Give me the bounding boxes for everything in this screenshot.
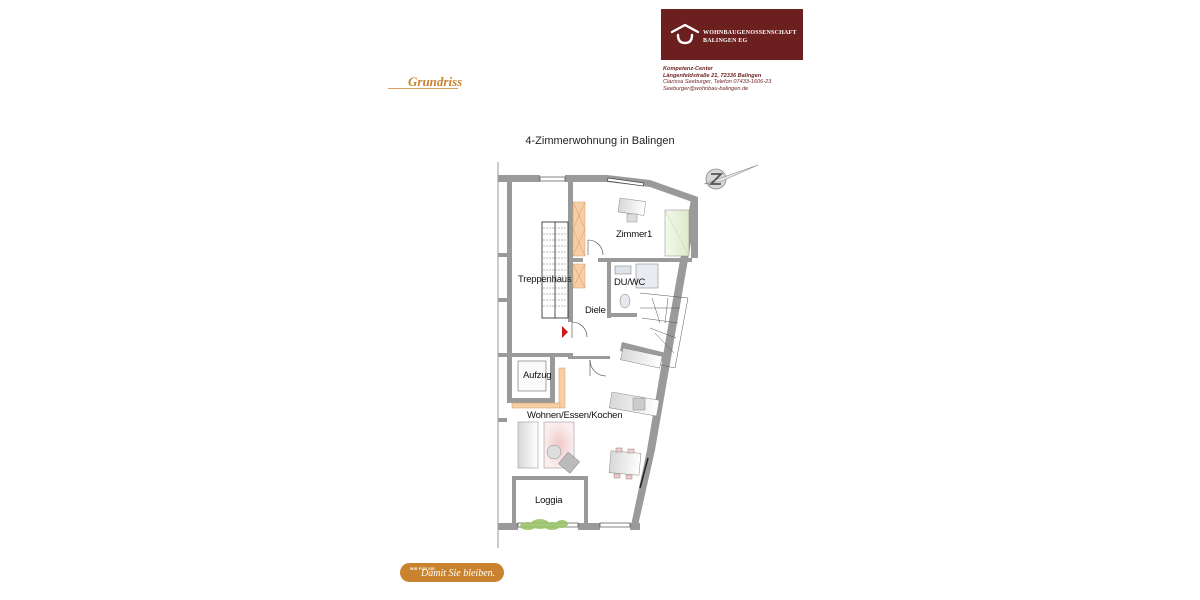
heading-underline — [388, 88, 458, 89]
plan-title: 4-Zimmerwohnung in Balingen — [0, 135, 1200, 147]
contact-person-phone: Clarissa Seeburger, Telefon 07433-1606-2… — [663, 79, 772, 85]
slogan-text: Damit Sie bleiben. — [421, 568, 496, 579]
north-arrow-icon — [703, 164, 759, 190]
room-zimmer1: Zimmer1 — [616, 229, 653, 240]
room-wohnen-essen-kochen: Wohnen/Essen/Kochen — [527, 410, 623, 421]
floor-plan-drawing — [497, 162, 698, 548]
contact-address: Längenfeldstraße 21, 72336 Balingen — [663, 72, 762, 79]
plan-title-text: 4-Zimmerwohnung in Balingen — [525, 135, 675, 147]
contact-email[interactable]: Seeburger@wohnbau-balingen.de — [663, 85, 749, 92]
slogan-badge: WIR FÜR SIE. Damit Sie bleiben. — [400, 563, 504, 582]
room-diele: Diele — [585, 305, 606, 316]
section-heading: Grundriss — [408, 74, 463, 89]
room-treppenhaus: Treppenhaus — [518, 274, 572, 285]
contact-block: Kompetenz-Center Längenfeldstraße 21, 72… — [663, 66, 771, 92]
house-roof-icon — [670, 23, 700, 45]
slogan-small: WIR FÜR SIE. — [410, 567, 437, 571]
room-du-wc: DU/WC — [614, 277, 646, 288]
company-name-line1: WOHNBAUGENOSSENSCHAFT — [703, 30, 797, 36]
contact-center: Kompetenz-Center — [663, 66, 713, 72]
company-name: WOHNBAUGENOSSENSCHAFT BALINGEN EG — [703, 29, 797, 45]
company-logo: WOHNBAUGENOSSENSCHAFT BALINGEN EG — [661, 9, 803, 60]
floor-plan: Zimmer1 Treppenhaus DU/WC Diele Aufzug W… — [490, 158, 710, 558]
room-aufzug: Aufzug — [523, 370, 552, 381]
room-loggia: Loggia — [535, 495, 563, 506]
company-name-line2: BALINGEN EG — [703, 38, 748, 44]
